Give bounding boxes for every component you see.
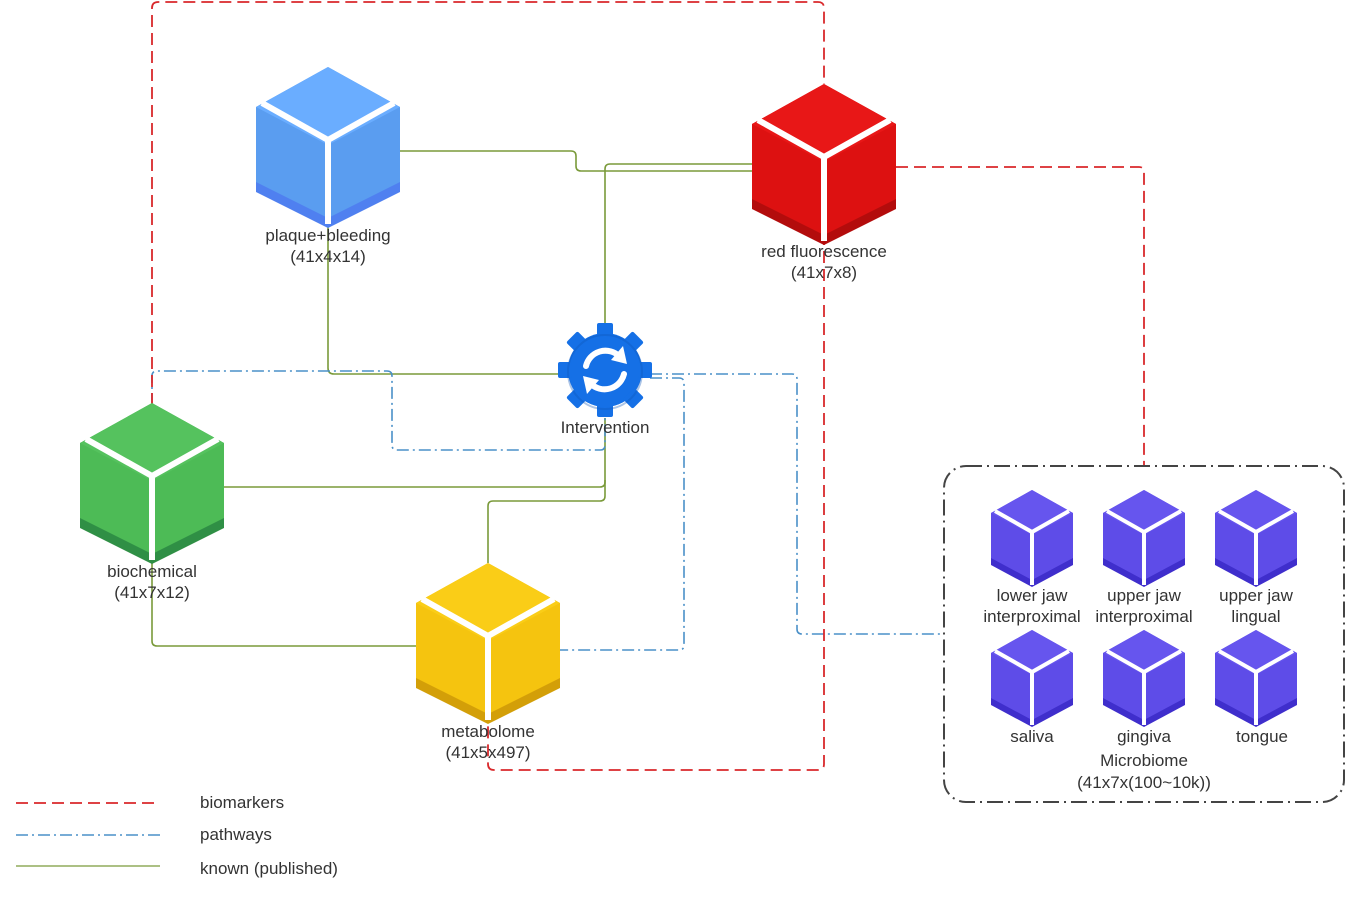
metabolome-label: metabolome <box>441 722 535 741</box>
site-label-line1: upper jaw <box>1219 586 1293 605</box>
known-link-plaque-red <box>400 150 754 172</box>
site-label-line1: lower jaw <box>997 586 1069 605</box>
site-label-line1: gingiva <box>1117 727 1171 746</box>
biomarker-link-red-microbiome <box>896 166 1145 466</box>
known-connections <box>151 150 754 647</box>
biochemical-dims: (41x7x12) <box>114 583 190 602</box>
microbiome-upper-jaw-interproximal-cube-icon <box>1103 490 1185 587</box>
site-label-line2: interproximal <box>1095 607 1192 626</box>
site-label-line1: saliva <box>1010 727 1054 746</box>
site-label-line2: interproximal <box>983 607 1080 626</box>
pathway-link-intervention-microbiome <box>650 373 944 635</box>
metabolome-cube-icon <box>416 563 560 724</box>
site-label-line1: upper jaw <box>1107 586 1181 605</box>
plaque-label: plaque+bleeding <box>265 226 390 245</box>
intervention-label: Intervention <box>561 418 650 437</box>
known-link-biochemical-intervention <box>224 418 606 488</box>
biomarker-link-biochemical-red <box>151 1 825 405</box>
biochemical-label: biochemical <box>107 562 197 581</box>
known-link-metabolome-intervention <box>487 480 606 563</box>
microbiome-saliva-cube-icon <box>991 630 1073 727</box>
microbiome-dims: (41x7x(100~10k)) <box>1077 773 1211 792</box>
refresh-arrows-icon <box>583 347 627 393</box>
pathway-link-intervention-metabolome <box>560 377 685 651</box>
plaque-bleeding-cube-icon <box>256 67 400 228</box>
site-label-line2: lingual <box>1231 607 1280 626</box>
biomarker-link-red-metabolome <box>487 215 825 771</box>
intervention-gear-icon <box>558 323 652 417</box>
site-label-line1: tongue <box>1236 727 1288 746</box>
microbiome-lower-jaw-interproximal-cube-icon <box>991 490 1073 587</box>
known-link-biochemical-metabolome <box>151 562 416 647</box>
biomarker-connections <box>151 1 1145 771</box>
known-link-intervention-red <box>604 163 754 325</box>
legend-biomarkers-label: biomarkers <box>200 793 284 812</box>
known-link-plaque-intervention <box>327 226 560 375</box>
red-fluorescence-label: red fluorescence <box>761 242 887 261</box>
pathway-connections <box>151 370 944 651</box>
metabolome-dims: (41x5x497) <box>445 743 530 762</box>
pathway-link-biochemical-intervention <box>151 370 606 451</box>
red-fluorescence-dims: (41x7x8) <box>791 263 857 282</box>
microbiome-title: Microbiome <box>1100 751 1188 770</box>
microbiome-gingiva-cube-icon <box>1103 630 1185 727</box>
red-fluorescence-cube-icon <box>752 84 896 245</box>
microbiome-tongue-cube-icon <box>1215 630 1297 727</box>
legend: biomarkers pathways known (published) <box>16 793 338 878</box>
legend-pathways-label: pathways <box>200 825 272 844</box>
biochemical-cube-icon <box>80 403 224 564</box>
microbiome-upper-jaw-lingual-cube-icon <box>1215 490 1297 587</box>
microbiome-group-frame <box>943 465 1345 803</box>
plaque-dims: (41x4x14) <box>290 247 366 266</box>
legend-known-label: known (published) <box>200 859 338 878</box>
